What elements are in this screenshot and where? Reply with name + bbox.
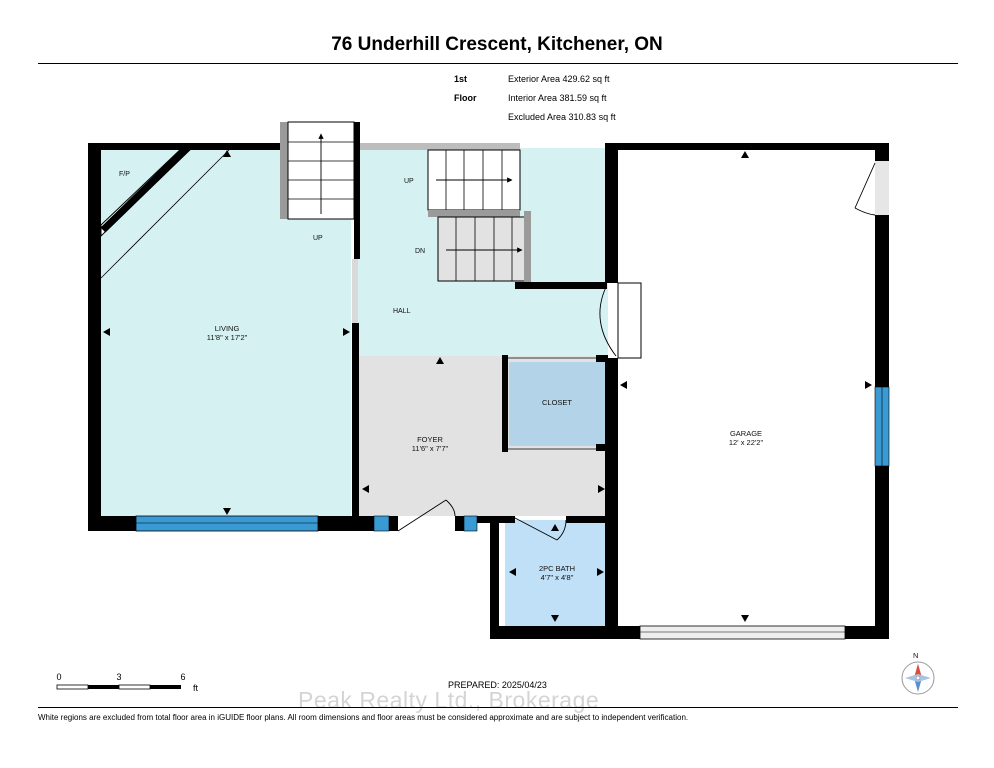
disclaimer-text: White regions are excluded from total fl… [38, 713, 689, 722]
foyer-dims: 11'6" x 7'7" [412, 444, 449, 453]
doors [397, 162, 876, 541]
hall-up-stair-icon [360, 143, 521, 217]
scale-tick-3: 3 [116, 672, 121, 682]
fireplace-label: F/P [119, 171, 130, 178]
hall-up-label: UP [404, 178, 414, 185]
foyer-window-left [373, 515, 390, 532]
compass-icon: N [901, 651, 935, 695]
living-window [135, 515, 319, 532]
garage-dims: 12' x 22'2" [729, 438, 764, 447]
scale-bar: 0 3 6 ft [56, 672, 198, 693]
foyer-window-right [463, 515, 478, 532]
living-stair-icon [280, 121, 355, 220]
living-up-label: UP [313, 235, 323, 242]
scale-unit: ft [193, 683, 199, 693]
bath-label: 2PC BATH [539, 564, 575, 573]
page-title: 76 Underhill Crescent, Kitchener, ON [331, 34, 663, 55]
prepared-date: PREPARED: 2025/04/23 [448, 680, 547, 690]
brokerage-watermark: Peak Realty Ltd., Brokerage [298, 687, 600, 713]
foyer-label: FOYER [417, 435, 443, 444]
hall-down-label: DN [415, 248, 425, 255]
closet-fill [509, 362, 605, 446]
walls [88, 122, 889, 639]
floor-label: 1st Floor [454, 74, 477, 103]
excluded-area: Excluded Area 310.83 sq ft [508, 112, 616, 122]
living-dims: 11'8" x 17'2" [207, 333, 248, 342]
closet-label: CLOSET [542, 398, 572, 407]
bath-fill [505, 520, 607, 626]
hall-down-stair-icon [437, 211, 531, 283]
garage-label: GARAGE [730, 429, 762, 438]
scale-tick-0: 0 [56, 672, 61, 682]
garage-door-opening [639, 625, 846, 640]
interior-area: Interior Area 381.59 sq ft [508, 93, 607, 103]
scale-tick-6: 6 [180, 672, 185, 682]
footer-rule [38, 707, 958, 708]
exterior-area: Exterior Area 429.62 sq ft [508, 74, 610, 84]
dimension-markers [103, 150, 872, 622]
header-rule [38, 63, 958, 64]
hall-label: HALL [393, 308, 411, 315]
bath-dims: 4'7" x 4'8" [541, 573, 574, 582]
living-label: LIVING [215, 324, 240, 333]
compass-north-label: N [913, 651, 918, 660]
